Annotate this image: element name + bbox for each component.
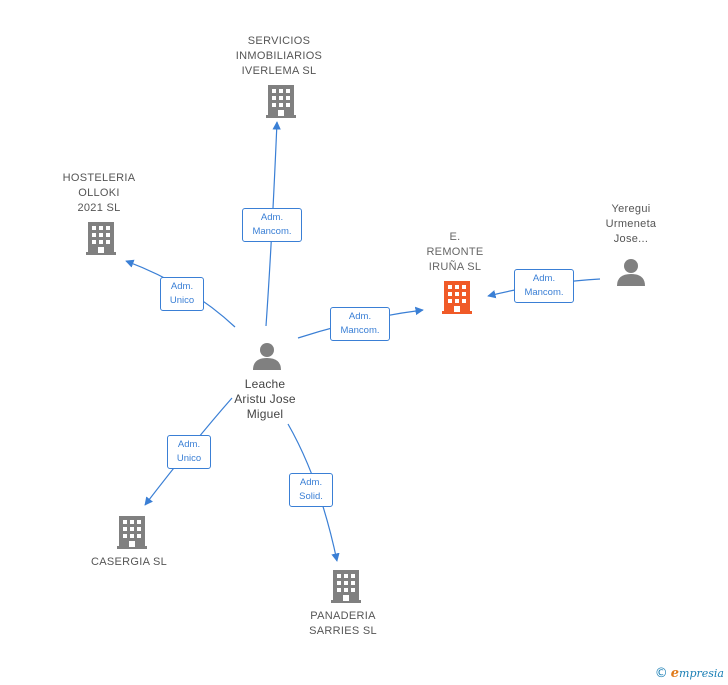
building-icon (331, 570, 361, 603)
copyright-icon: © (654, 666, 668, 681)
brand-footer[interactable]: © empresia (655, 666, 724, 681)
node-label-hosteleria[interactable]: HOSTELERIA OLLOKI 2021 SL (62, 172, 136, 214)
edge-role-to-hosteleria: Adm. Unico (160, 277, 204, 311)
node-label-yeregui[interactable]: Yeregui Urmeneta Jose... (605, 203, 657, 245)
person-icon (253, 343, 281, 370)
building-icon (117, 516, 147, 549)
edge-role-to-remonte: Adm. Mancom. (330, 307, 390, 341)
edge-role-to-casergia: Adm. Unico (167, 435, 211, 469)
building-icon (86, 222, 116, 255)
node-label-servicios[interactable]: SERVICIOS INMOBILIARIOS IVERLEMA SL (235, 35, 323, 77)
person-icon (617, 259, 645, 286)
edge-role-to-panaderia: Adm. Solid. (289, 473, 333, 507)
node-label-remonte[interactable]: E. REMONTE IRUÑA SL (426, 231, 484, 273)
brand-logo: empresia (670, 666, 724, 681)
node-label-casergia[interactable]: CASERGIA SL (90, 556, 168, 568)
building-icon-focus (442, 281, 472, 314)
edge-role-yeregui-to-remonte: Adm. Mancom. (514, 269, 574, 303)
node-label-leache[interactable]: Leache Aristu Jose Miguel (234, 377, 296, 421)
edge-role-to-servicios: Adm. Mancom. (242, 208, 302, 242)
node-label-panaderia[interactable]: PANADERIA SARRIES SL (309, 610, 377, 637)
building-icon (266, 85, 296, 118)
